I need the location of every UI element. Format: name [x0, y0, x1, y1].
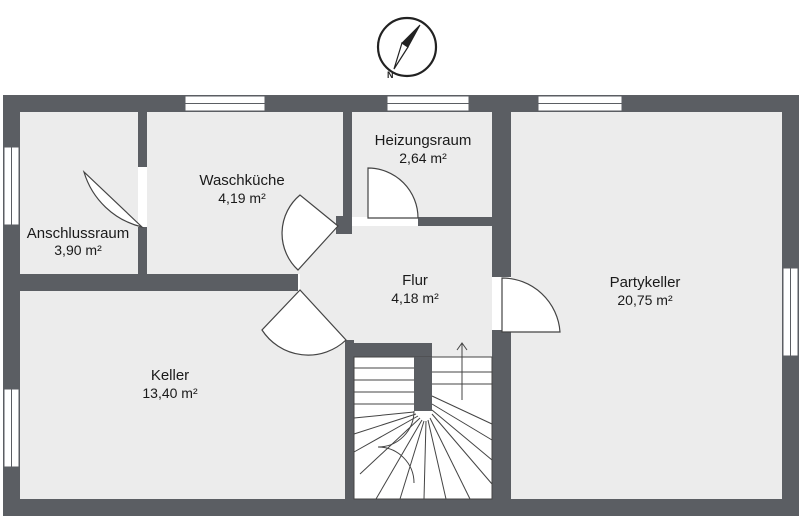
windows — [3, 95, 799, 468]
door-heizungsraum — [367, 167, 419, 219]
window-top-right — [537, 95, 623, 112]
room-name-keller: Keller — [151, 367, 189, 384]
room-name-flur: Flur — [402, 272, 428, 289]
wall-stair-top — [354, 343, 432, 357]
room-name-anschlussraum: Anschlussraum — [27, 225, 130, 242]
wall-center-upper — [492, 112, 511, 277]
room-area-waschkueche: 4,19 m² — [218, 190, 266, 206]
door-keller — [261, 289, 347, 356]
stair-steps — [353, 367, 493, 500]
doors — [82, 167, 561, 356]
room-area-heizungsraum: 2,64 m² — [399, 150, 447, 166]
stair-direction-arrow — [456, 342, 468, 400]
window-left-upper — [3, 146, 20, 226]
compass: N — [376, 16, 438, 80]
room-area-anschlussraum: 3,90 m² — [54, 242, 102, 258]
floor-anschlussraum — [20, 112, 138, 274]
window-top-left — [184, 95, 266, 112]
room-name-partykeller: Partykeller — [610, 274, 681, 291]
room-area-keller: 13,40 m² — [142, 385, 198, 401]
wall-wasch-heiz-lower — [336, 216, 352, 234]
wall-heiz-bottom — [418, 217, 501, 226]
door-waschkueche — [281, 194, 339, 271]
wall-anschluss-wasch-upper — [138, 112, 147, 167]
room-area-flur: 4,18 m² — [391, 290, 439, 306]
wall-upper-rooms-bottom — [20, 274, 298, 291]
staircase — [353, 342, 493, 500]
floor-partykeller — [511, 112, 782, 499]
room-name-heizungsraum: Heizungsraum — [375, 132, 472, 149]
room-name-waschkueche: Waschküche — [199, 172, 284, 189]
room-labels: Anschlussraum 3,90 m² Waschküche 4,19 m²… — [27, 132, 681, 401]
wall-anschluss-wasch-lower — [138, 227, 147, 274]
window-right — [782, 267, 799, 357]
window-left-lower — [3, 388, 20, 468]
wall-stair-left — [348, 343, 354, 499]
window-top-middle — [386, 95, 470, 112]
room-area-partykeller: 20,75 m² — [617, 292, 673, 308]
door-partykeller — [501, 277, 561, 333]
wall-center-lower — [492, 330, 511, 499]
door-anschlussraum — [82, 170, 145, 229]
compass-north-label: N — [387, 70, 394, 80]
staircase-core — [414, 357, 432, 411]
room-floors — [20, 112, 782, 499]
compass-needle-south — [401, 24, 421, 48]
wall-wasch-heiz-upper — [343, 112, 352, 218]
outer-wall — [3, 499, 799, 516]
